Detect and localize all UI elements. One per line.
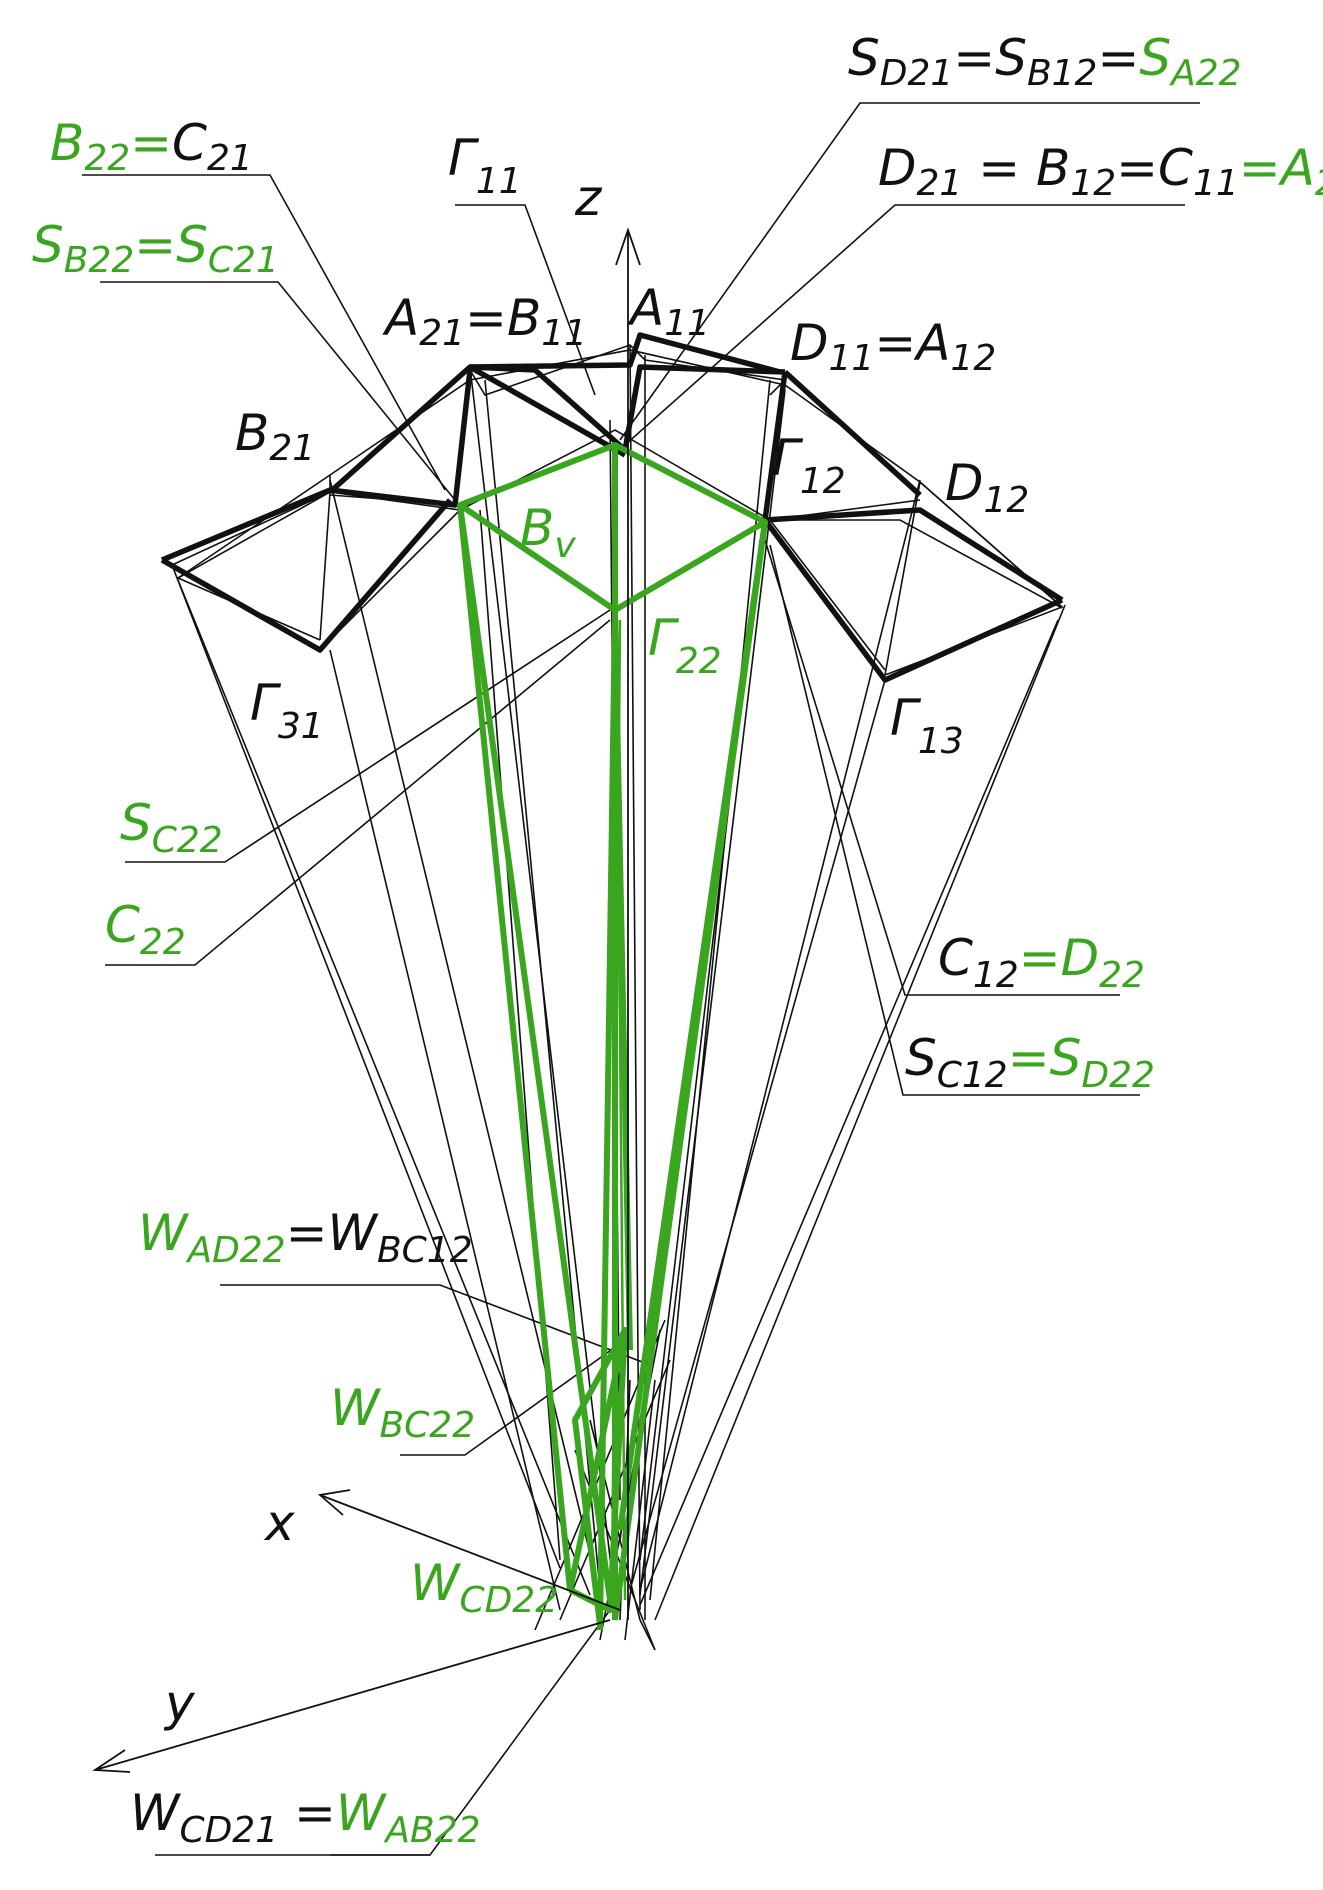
label-d11-a12: D11=A12 <box>790 314 996 379</box>
label-wcd22: WCD22 <box>410 1554 558 1621</box>
leader-wad22 <box>220 1284 651 1366</box>
z-arrowhead <box>615 227 641 266</box>
leader-c22 <box>105 619 611 966</box>
leader-lines <box>82 102 1200 1856</box>
axis-label-x: x <box>263 1494 295 1552</box>
label-sc12-sd22: SC12=SD22 <box>905 1029 1155 1096</box>
label-gamma11: Γ11 <box>448 129 522 202</box>
leader-g11 <box>455 204 596 396</box>
label-gamma22: Γ22 <box>648 609 722 682</box>
label-wcd21-wab22: WCD21 =WAB22 <box>130 1784 481 1851</box>
x-arrowhead <box>317 1489 351 1516</box>
x-axis <box>319 1494 621 1611</box>
axis-label-y: y <box>163 1674 196 1732</box>
axis-label-z: z <box>574 169 603 227</box>
label-a21-b11: A21=B11 <box>382 289 587 354</box>
leader-wbc22 <box>400 1339 626 1456</box>
label-sd21-sb12-sa22: SD21=SB12=SA22 <box>848 29 1242 94</box>
label-wbc22: WBC22 <box>330 1379 475 1446</box>
y-axis <box>94 1619 611 1771</box>
label-sb22-sc21: SB22=SC21 <box>32 216 279 281</box>
coordinate-axes <box>92 227 641 1773</box>
label-c12-d22: C12=D22 <box>938 929 1145 996</box>
outer-canopy <box>160 332 1064 683</box>
label-b22-c21: B22=C21 <box>50 114 253 179</box>
inner-green-structure <box>457 442 768 1631</box>
leader-d21 <box>624 204 1185 446</box>
leader-b22 <box>82 174 446 491</box>
label-b21: B21 <box>235 404 315 469</box>
label-c22: C22 <box>105 896 186 963</box>
label-bv: Bv <box>520 499 576 566</box>
label-sc22: SC22 <box>120 794 223 861</box>
leader-sb22 <box>100 281 456 501</box>
label-wad22-wbc12: WAD22=WBC12 <box>138 1204 473 1271</box>
label-gamma12: Γ12 <box>772 429 846 502</box>
labels: z x y B22=C21 SB22=SC21 Γ11 SD21=SB12=SA… <box>32 29 1323 1851</box>
leader-c12 <box>764 539 1120 996</box>
label-gamma31: Γ31 <box>250 674 324 747</box>
label-d12: D12 <box>945 454 1029 521</box>
leader-sd21 <box>619 102 1200 441</box>
leader-sc12 <box>769 544 1140 1096</box>
label-a11: A11 <box>627 279 710 344</box>
label-gamma13: Γ13 <box>890 689 964 762</box>
y-arrowhead <box>92 1749 131 1773</box>
label-d21-b12-c11-a22: D21 = B12=C11=A22 <box>878 139 1323 204</box>
